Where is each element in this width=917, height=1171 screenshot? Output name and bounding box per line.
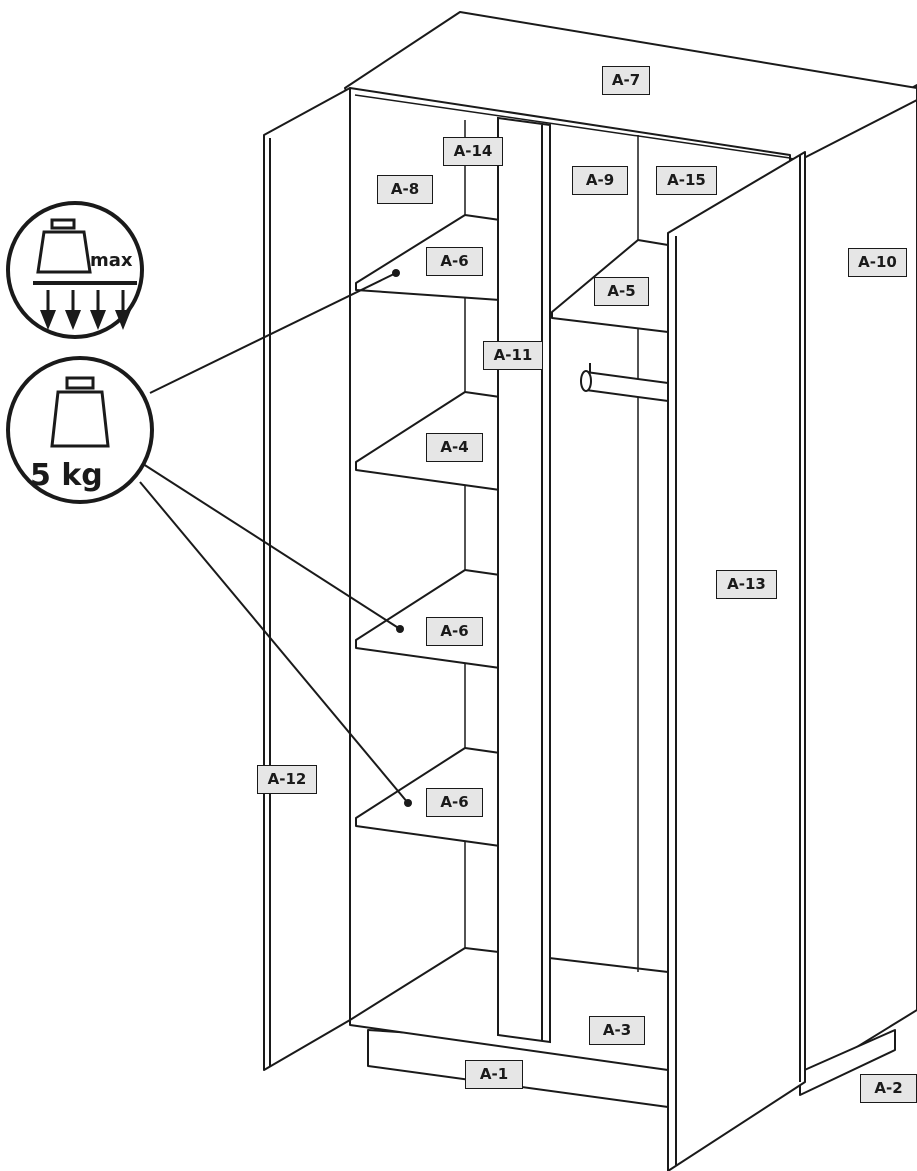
label-a15: A-15 bbox=[656, 166, 717, 195]
label-a6-mid: A-6 bbox=[426, 617, 483, 646]
label-a3: A-3 bbox=[589, 1016, 645, 1045]
door-left bbox=[263, 87, 351, 1071]
label-a14: A-14 bbox=[443, 137, 503, 166]
label-a8: A-8 bbox=[377, 175, 433, 204]
weight-text: 5 kg bbox=[30, 458, 103, 493]
label-a5: A-5 bbox=[594, 277, 649, 306]
plinth-side bbox=[799, 1029, 896, 1096]
label-a2: A-2 bbox=[860, 1074, 917, 1103]
label-a11: A-11 bbox=[483, 341, 543, 370]
weight-icon bbox=[6, 356, 154, 504]
label-a13: A-13 bbox=[716, 570, 777, 599]
label-a10: A-10 bbox=[848, 248, 907, 277]
side-panel bbox=[799, 84, 917, 1083]
door-right bbox=[667, 151, 806, 1171]
label-a6-top: A-6 bbox=[426, 247, 483, 276]
label-a7: A-7 bbox=[602, 66, 650, 95]
label-a12: A-12 bbox=[257, 765, 317, 794]
max-load-icon bbox=[6, 201, 144, 339]
label-a6-low: A-6 bbox=[426, 788, 483, 817]
label-a1: A-1 bbox=[465, 1060, 523, 1089]
label-a9: A-9 bbox=[572, 166, 628, 195]
label-a4: A-4 bbox=[426, 433, 483, 462]
max-text: max bbox=[90, 250, 133, 271]
